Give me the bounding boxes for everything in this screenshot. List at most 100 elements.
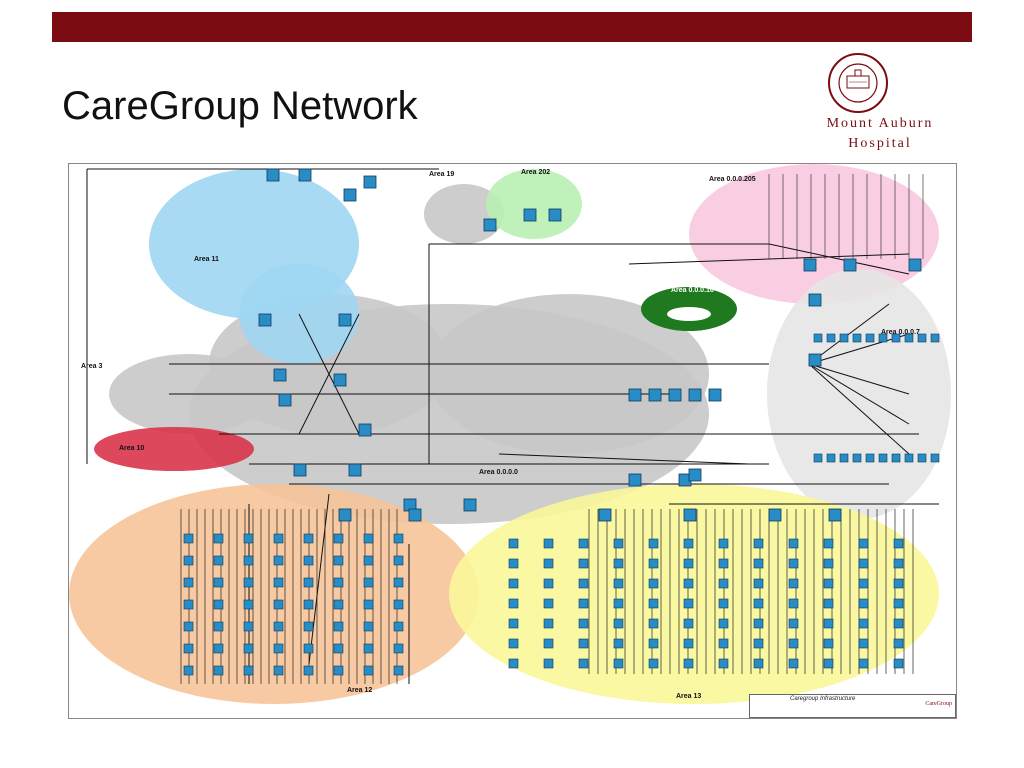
- switch-icon: [823, 638, 834, 649]
- logo-name-line2: Hospital: [848, 136, 912, 151]
- switch-icon: [858, 558, 869, 569]
- router-icon: [683, 508, 697, 522]
- switch-icon: [578, 558, 589, 569]
- switch-icon: [303, 577, 314, 588]
- router-icon: [278, 393, 292, 407]
- switch-icon: [878, 333, 888, 343]
- switch-icon: [753, 618, 764, 629]
- switch-icon: [648, 578, 659, 589]
- switch-icon: [508, 558, 519, 569]
- switch-icon: [823, 618, 834, 629]
- diagram-title-block: Caregroup Infrastructure CareGroup: [749, 694, 956, 718]
- switch-icon: [273, 665, 284, 676]
- switch-icon: [613, 658, 624, 669]
- switch-icon: [303, 599, 314, 610]
- switch-icon: [363, 555, 374, 566]
- hospital-seal-icon: [828, 53, 888, 113]
- switch-icon: [183, 577, 194, 588]
- area-202-region: [486, 169, 582, 239]
- switch-icon: [788, 658, 799, 669]
- switch-icon: [826, 333, 836, 343]
- switch-icon: [543, 618, 554, 629]
- switch-icon: [303, 621, 314, 632]
- router-icon: [348, 463, 362, 477]
- area-12-label: Area 12: [347, 687, 372, 694]
- switch-icon: [393, 665, 404, 676]
- switch-icon: [243, 577, 254, 588]
- switch-icon: [813, 333, 823, 343]
- hospital-logo: Mount Auburn Hospital: [800, 52, 960, 157]
- area-10-region: [94, 427, 254, 471]
- switch-icon: [578, 638, 589, 649]
- switch-icon: [393, 555, 404, 566]
- switch-icon: [823, 558, 834, 569]
- switch-icon: [753, 598, 764, 609]
- switch-icon: [543, 558, 554, 569]
- router-icon: [273, 368, 287, 382]
- switch-icon: [893, 578, 904, 589]
- switch-icon: [858, 578, 869, 589]
- switch-icon: [363, 577, 374, 588]
- switch-icon: [213, 577, 224, 588]
- switch-icon: [648, 538, 659, 549]
- switch-icon: [363, 621, 374, 632]
- switch-icon: [858, 658, 869, 669]
- switch-icon: [826, 453, 836, 463]
- switch-icon: [183, 621, 194, 632]
- switch-icon: [243, 533, 254, 544]
- switch-icon: [393, 577, 404, 588]
- area-0-0-0-0-region: [429, 294, 709, 454]
- switch-icon: [303, 533, 314, 544]
- switch-icon: [930, 453, 940, 463]
- switch-icon: [333, 599, 344, 610]
- switch-icon: [243, 599, 254, 610]
- switch-icon: [858, 638, 869, 649]
- switch-icon: [273, 533, 284, 544]
- router-icon: [463, 498, 477, 512]
- router-icon: [258, 313, 272, 327]
- switch-icon: [213, 533, 224, 544]
- switch-icon: [839, 453, 849, 463]
- switch-icon: [613, 558, 624, 569]
- switch-icon: [363, 533, 374, 544]
- switch-icon: [213, 599, 224, 610]
- switch-icon: [578, 578, 589, 589]
- router-icon: [598, 508, 612, 522]
- diagram-title: Caregroup Infrastructure: [790, 696, 856, 702]
- switch-icon: [648, 598, 659, 609]
- switch-icon: [753, 538, 764, 549]
- switch-icon: [333, 577, 344, 588]
- switch-icon: [508, 578, 519, 589]
- switch-icon: [183, 643, 194, 654]
- router-icon: [293, 463, 307, 477]
- switch-icon: [893, 598, 904, 609]
- router-icon: [668, 388, 682, 402]
- switch-icon: [578, 658, 589, 669]
- switch-icon: [865, 453, 875, 463]
- switch-icon: [213, 665, 224, 676]
- router-icon: [333, 373, 347, 387]
- switch-icon: [273, 555, 284, 566]
- switch-icon: [718, 578, 729, 589]
- switch-icon: [543, 598, 554, 609]
- router-icon: [648, 388, 662, 402]
- network-link: [298, 313, 360, 435]
- switch-icon: [213, 555, 224, 566]
- router-icon: [338, 508, 352, 522]
- switch-icon: [508, 618, 519, 629]
- switch-icon: [273, 643, 284, 654]
- router-icon: [363, 175, 377, 189]
- switch-icon: [930, 333, 940, 343]
- router-icon: [908, 258, 922, 272]
- router-icon: [338, 313, 352, 327]
- switch-icon: [273, 599, 284, 610]
- switch-icon: [683, 618, 694, 629]
- switch-icon: [613, 538, 624, 549]
- switch-icon: [865, 333, 875, 343]
- switch-icon: [303, 555, 314, 566]
- switch-icon: [333, 621, 344, 632]
- switch-icon: [648, 618, 659, 629]
- switch-icon: [823, 598, 834, 609]
- switch-icon: [788, 578, 799, 589]
- area-0-0-0-0-label: Area 0.0.0.0: [479, 469, 518, 476]
